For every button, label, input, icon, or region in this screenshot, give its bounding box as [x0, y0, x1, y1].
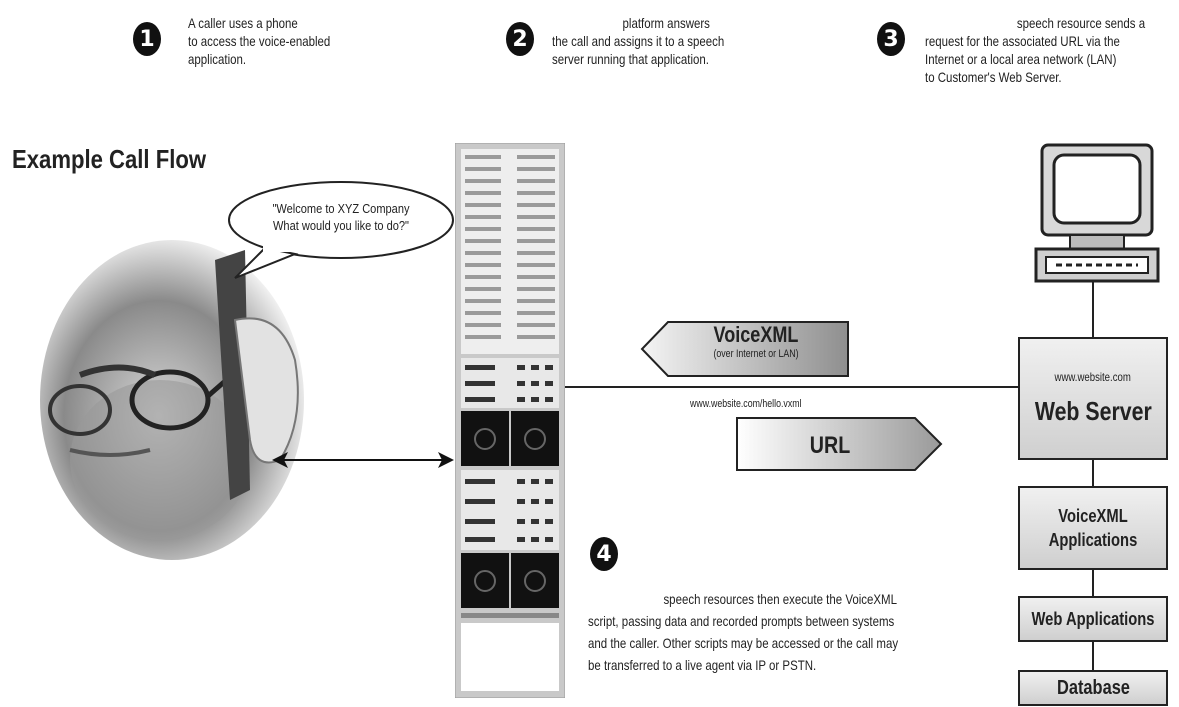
- step-1-badge: 1: [133, 22, 161, 56]
- caller-photo: [40, 240, 304, 560]
- step-2-badge: 2: [506, 22, 534, 56]
- step-4-badge: 4: [590, 537, 618, 571]
- voicexml-applications-box: VoiceXML Applications: [1018, 486, 1168, 570]
- web-server-caption: www.website.com: [1054, 370, 1132, 384]
- url-arrow-shape: [736, 417, 943, 471]
- terminal-server-line: [1092, 282, 1094, 338]
- stack-connector-1: [1092, 460, 1094, 486]
- caller-rack-double-arrow: [272, 452, 454, 468]
- network-line: [565, 386, 1018, 388]
- step-3-text: speech resource sends a request for the …: [925, 15, 1146, 85]
- web-applications-box: Web Applications: [1018, 596, 1168, 642]
- web-server-box: www.website.com Web Server: [1018, 337, 1168, 460]
- computer-terminal-icon: [1034, 143, 1160, 283]
- speech-bubble-text: "Welcome to XYZ Company What would you l…: [272, 201, 410, 233]
- database-box: Database: [1018, 670, 1168, 706]
- step-3-badge: 3: [877, 22, 905, 56]
- url-arrow-label: URL: [809, 432, 851, 459]
- diagram-title: Example Call Flow: [12, 144, 207, 174]
- web-server-label: Web Server: [1034, 396, 1152, 426]
- speech-server-rack: [455, 143, 565, 698]
- url-caption: www.website.com/hello.vxml: [690, 398, 802, 410]
- step-4-text: speech resources then execute the VoiceX…: [588, 591, 899, 673]
- speech-bubble-shape: [228, 181, 454, 279]
- step-2-text: platform answers the call and assigns it…: [552, 15, 725, 67]
- voicexml-arrow-shape: [640, 321, 849, 377]
- step-1-text: A caller uses a phone to access the voic…: [188, 15, 331, 67]
- stack-connector-2: [1092, 570, 1094, 596]
- voicexml-arrow-label: VoiceXML (over Internet or LAN): [713, 322, 799, 360]
- stack-connector-3: [1092, 642, 1094, 670]
